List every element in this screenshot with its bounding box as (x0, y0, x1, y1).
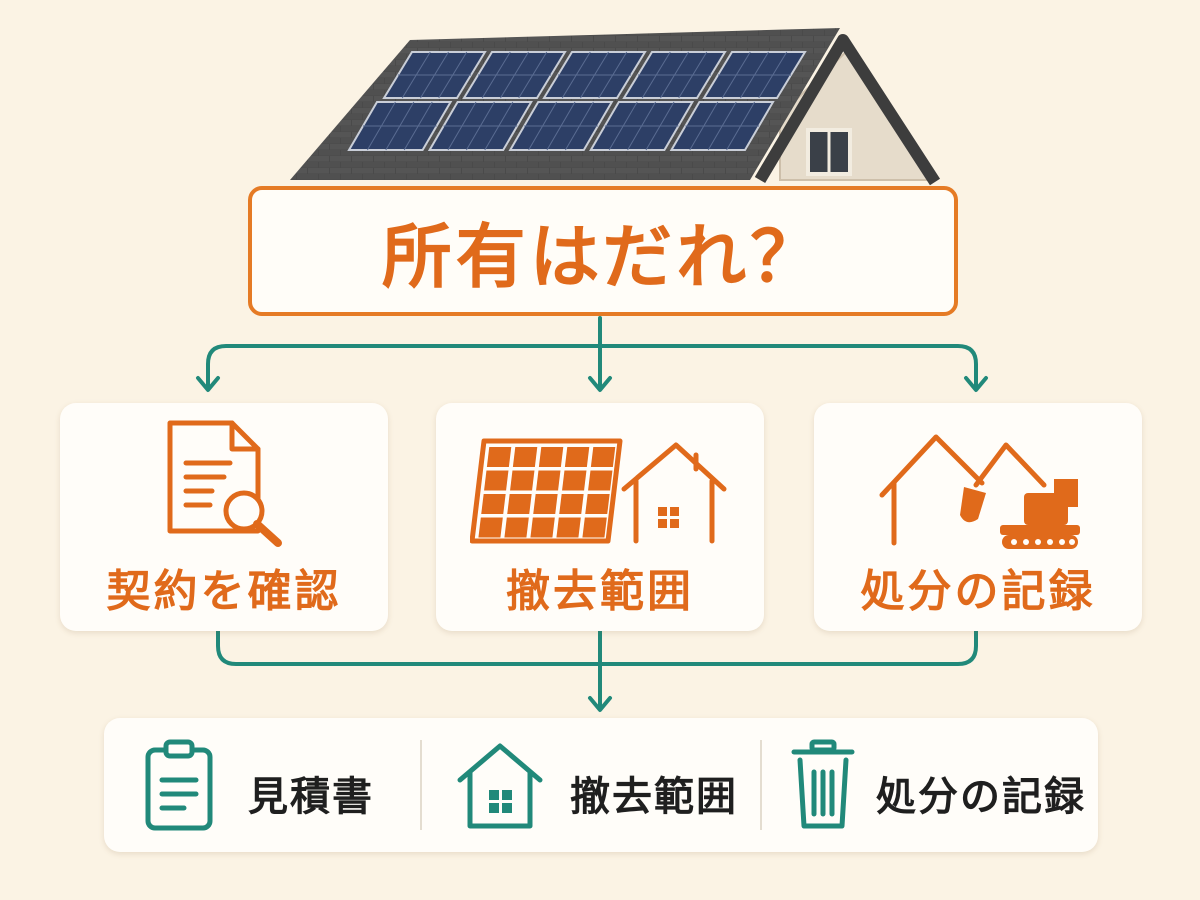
panel-cell (585, 494, 610, 514)
panel-frame (470, 438, 623, 544)
summary-bar: 見積書 撤去範囲 処分の記録 (104, 718, 1098, 852)
panel-cell (507, 494, 532, 514)
card-label: 撤去範囲 (506, 566, 694, 617)
summary-divider (420, 740, 422, 830)
arrowhead-left (196, 376, 220, 392)
card-contract: 契約を確認 (60, 403, 388, 631)
card-removal-scope: 撤去範囲 (436, 403, 764, 631)
summary-label: 処分の記録 (876, 774, 1086, 820)
title-box: 所有はだれ？ (248, 186, 958, 316)
summary-label: 見積書 (248, 774, 374, 820)
panel-cell (588, 470, 613, 491)
panel-cell (512, 447, 538, 467)
house-icon (457, 743, 543, 829)
panel-cell (484, 470, 509, 491)
panel-cell (530, 517, 555, 538)
panel-cell (481, 494, 506, 514)
connector-arrows (196, 316, 988, 712)
panel-cell (559, 494, 584, 514)
panel-cell (582, 517, 607, 538)
solar-panel-house-icon (470, 438, 727, 544)
panel-cell (478, 517, 503, 538)
panel-cell (562, 470, 587, 491)
panel-grid-icon (470, 438, 623, 544)
card-label: 処分の記録 (860, 566, 1096, 617)
panel-cell (504, 517, 529, 538)
excavator-demolition-icon (879, 434, 1080, 549)
clipboard-icon (145, 739, 213, 831)
trash-bin-icon (791, 739, 855, 829)
summary-divider (760, 740, 762, 830)
connector-top (206, 316, 978, 390)
house-window (806, 128, 852, 176)
arrowhead-bottom (588, 696, 612, 712)
card-label: 契約を確認 (106, 566, 342, 617)
summary-label: 撤去範囲 (570, 774, 738, 820)
roof-solar-panels (347, 51, 807, 151)
house-illustration (290, 28, 941, 186)
panel-cell (510, 470, 535, 491)
panel-cell (564, 447, 590, 467)
arrowhead-right (964, 376, 988, 392)
title-text: 所有はだれ？ (381, 215, 825, 298)
panel-cell (556, 517, 581, 538)
connector-bottom (216, 629, 978, 708)
arrowhead-center (588, 376, 612, 392)
document-search-icon (167, 420, 282, 547)
panel-cell (538, 447, 564, 467)
roof-gable-trim (754, 34, 941, 186)
card-disposal-record: 処分の記録 (814, 403, 1142, 631)
panel-cell (536, 470, 561, 491)
panel-cell (486, 447, 512, 467)
panel-cell (533, 494, 558, 514)
panel-cell (590, 447, 616, 467)
